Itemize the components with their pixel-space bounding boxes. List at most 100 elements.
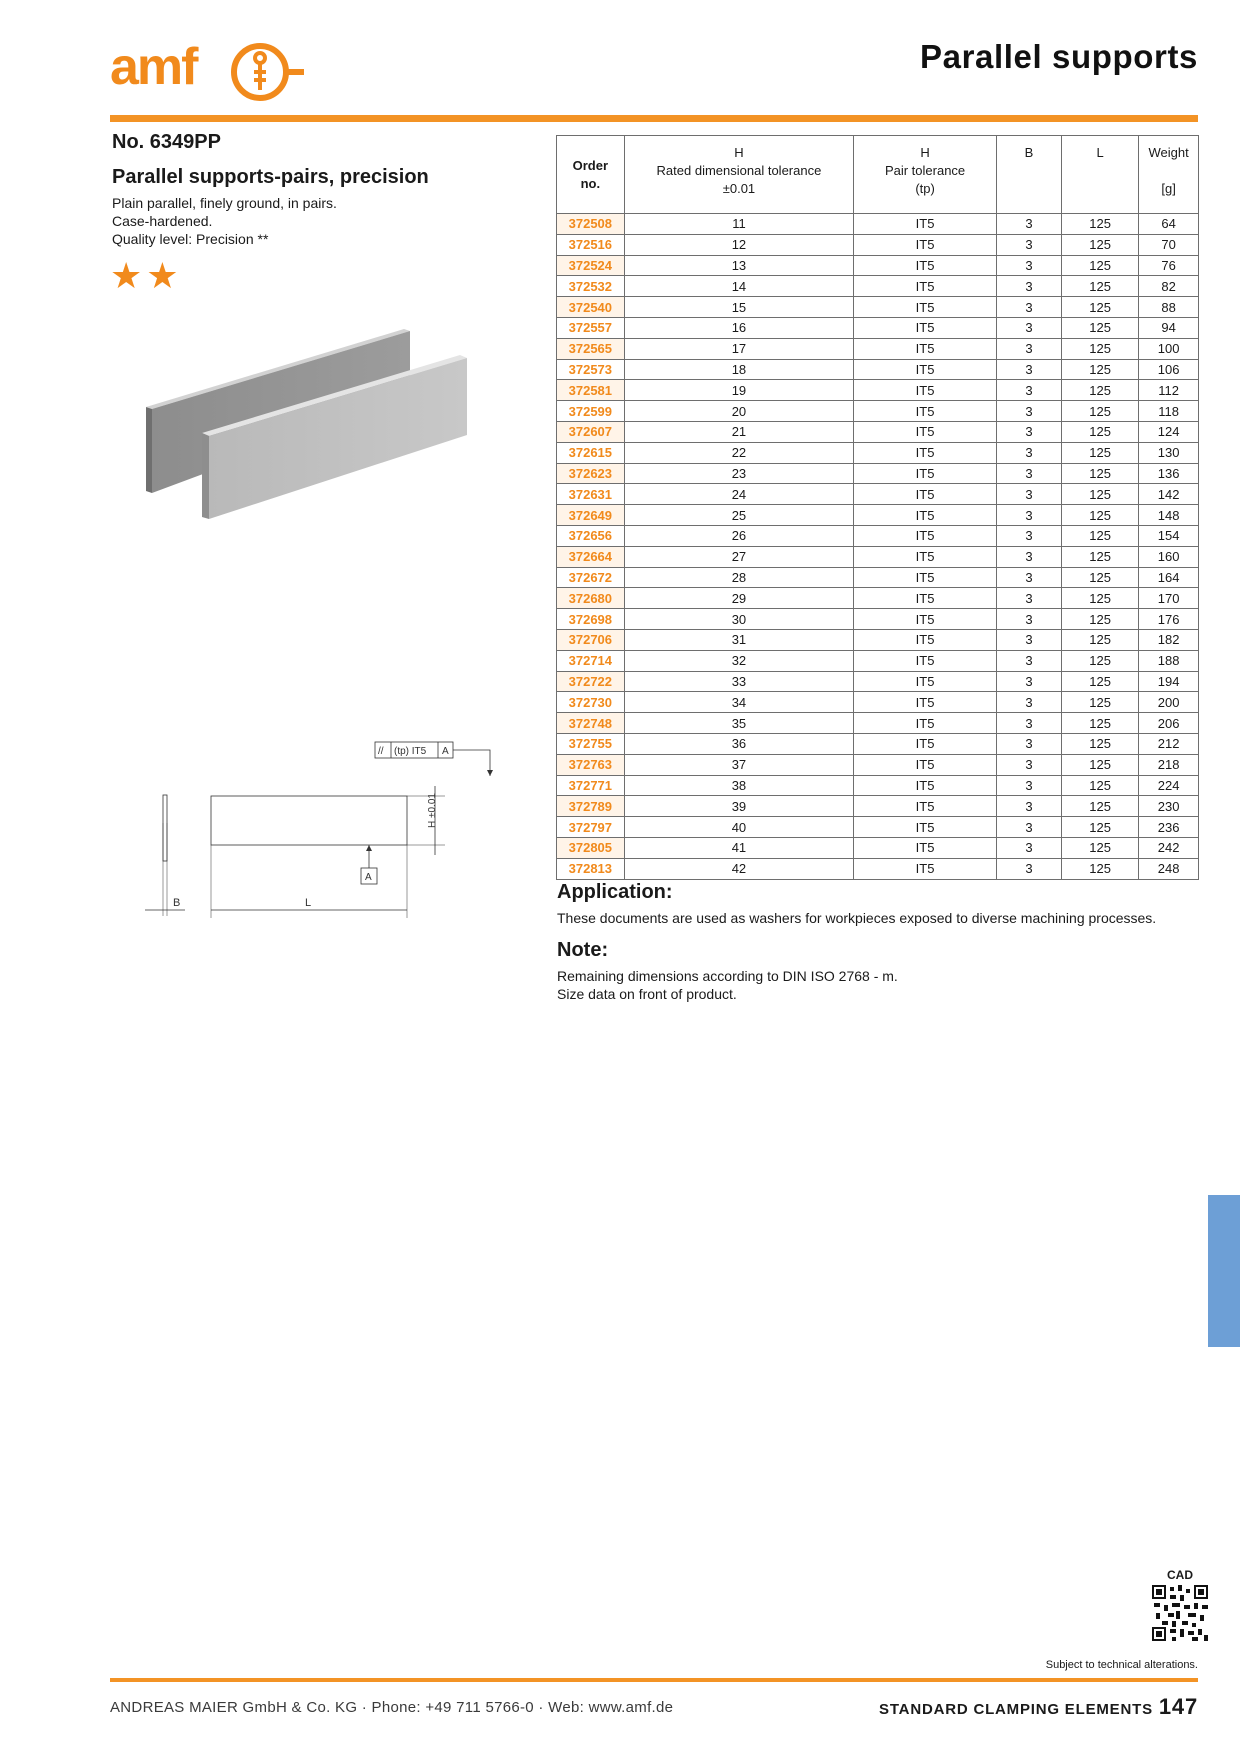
- order-number-link[interactable]: 372540: [556, 296, 625, 318]
- table-cell: 212: [1138, 732, 1199, 755]
- table-cell: 182: [1138, 628, 1199, 651]
- table-cell: 125: [1061, 857, 1140, 880]
- order-number-link[interactable]: 372573: [556, 358, 625, 381]
- table-cell: 142: [1138, 483, 1199, 506]
- order-number-link[interactable]: 372599: [556, 400, 625, 422]
- order-number-link[interactable]: 372656: [556, 524, 625, 547]
- table-cell: 236: [1138, 816, 1199, 838]
- order-number-link[interactable]: 372771: [556, 774, 625, 797]
- order-number-link[interactable]: 372524: [556, 254, 625, 277]
- table-cell: 125: [1061, 712, 1140, 734]
- table-cell: IT5: [853, 816, 997, 838]
- table-cell: 3: [995, 233, 1063, 256]
- order-number-link[interactable]: 372748: [556, 712, 625, 734]
- table-cell: 28: [623, 566, 855, 589]
- table-cell: 242: [1138, 836, 1199, 859]
- order-number-link[interactable]: 372789: [556, 795, 625, 818]
- table-cell: 13: [623, 254, 855, 277]
- table-cell: 3: [995, 795, 1063, 818]
- table-cell: IT5: [853, 337, 997, 360]
- table-cell: IT5: [853, 254, 997, 277]
- table-cell: 16: [623, 316, 855, 339]
- table-cell: 230: [1138, 795, 1199, 818]
- table-cell: 125: [1061, 732, 1140, 755]
- order-number-link[interactable]: 372706: [556, 628, 625, 651]
- product-name: Parallel supports-pairs, precision: [112, 166, 429, 188]
- order-number-link[interactable]: 372664: [556, 545, 625, 568]
- order-number-link[interactable]: 372813: [556, 857, 625, 880]
- table-cell: 40: [623, 816, 855, 838]
- table-cell: IT5: [853, 400, 997, 422]
- table-cell: 3: [995, 732, 1063, 755]
- table-cell: IT5: [853, 732, 997, 755]
- svg-text:A: A: [442, 746, 449, 757]
- table-cell: IT5: [853, 358, 997, 381]
- order-number-link[interactable]: 372722: [556, 670, 625, 693]
- order-number-link[interactable]: 372607: [556, 420, 625, 443]
- table-cell: IT5: [853, 712, 997, 734]
- order-number-link[interactable]: 372755: [556, 732, 625, 755]
- table-cell: 25: [623, 504, 855, 526]
- table-cell: 125: [1061, 566, 1140, 589]
- cad-qr-code-icon[interactable]: [1152, 1585, 1208, 1641]
- order-number-link[interactable]: 372730: [556, 691, 625, 714]
- table-cell: IT5: [853, 649, 997, 672]
- order-number-link[interactable]: 372623: [556, 462, 625, 485]
- order-number-link[interactable]: 372532: [556, 275, 625, 298]
- order-number-link[interactable]: 372672: [556, 566, 625, 589]
- application-text: These documents are used as washers for …: [557, 910, 1157, 926]
- table-cell: 23: [623, 462, 855, 485]
- order-number-link[interactable]: 372649: [556, 504, 625, 526]
- order-number-link[interactable]: 372714: [556, 649, 625, 672]
- table-cell: 35: [623, 712, 855, 734]
- order-number-link[interactable]: 372557: [556, 316, 625, 339]
- col-header-l: L: [1061, 135, 1140, 214]
- top-divider: [110, 115, 1198, 122]
- svg-text:B: B: [173, 897, 180, 909]
- table-cell: 112: [1138, 379, 1199, 402]
- table-cell: 125: [1061, 462, 1140, 485]
- table-cell: 15: [623, 296, 855, 318]
- note-text: Remaining dimensions according to DIN IS…: [557, 967, 898, 1003]
- order-number-link[interactable]: 372631: [556, 483, 625, 506]
- order-number-link[interactable]: 372581: [556, 379, 625, 402]
- table-cell: 164: [1138, 566, 1199, 589]
- order-number-link[interactable]: 372680: [556, 587, 625, 610]
- table-cell: 12: [623, 233, 855, 256]
- table-cell: 188: [1138, 649, 1199, 672]
- order-number-link[interactable]: 372516: [556, 233, 625, 256]
- svg-text:A: A: [365, 872, 372, 883]
- order-number-link[interactable]: 372508: [556, 213, 625, 235]
- table-cell: 24: [623, 483, 855, 506]
- order-number-link[interactable]: 372615: [556, 441, 625, 464]
- section-tab[interactable]: [1208, 1195, 1240, 1347]
- order-number-link[interactable]: 372763: [556, 753, 625, 776]
- table-cell: 125: [1061, 337, 1140, 360]
- order-number-link[interactable]: 372565: [556, 337, 625, 360]
- order-number-link[interactable]: 372805: [556, 836, 625, 859]
- product-number: No. 6349PP: [112, 131, 221, 153]
- table-cell: 3: [995, 524, 1063, 547]
- table-cell: 39: [623, 795, 855, 818]
- table-cell: 32: [623, 649, 855, 672]
- table-cell: 176: [1138, 608, 1199, 630]
- table-cell: 125: [1061, 254, 1140, 277]
- table-cell: 118: [1138, 400, 1199, 422]
- quality-stars-icon: ★★: [110, 255, 183, 296]
- table-cell: 136: [1138, 462, 1199, 485]
- order-number-link[interactable]: 372698: [556, 608, 625, 630]
- table-cell: 170: [1138, 587, 1199, 610]
- table-cell: 30: [623, 608, 855, 630]
- order-number-link[interactable]: 372797: [556, 816, 625, 838]
- table-cell: IT5: [853, 524, 997, 547]
- table-cell: 3: [995, 504, 1063, 526]
